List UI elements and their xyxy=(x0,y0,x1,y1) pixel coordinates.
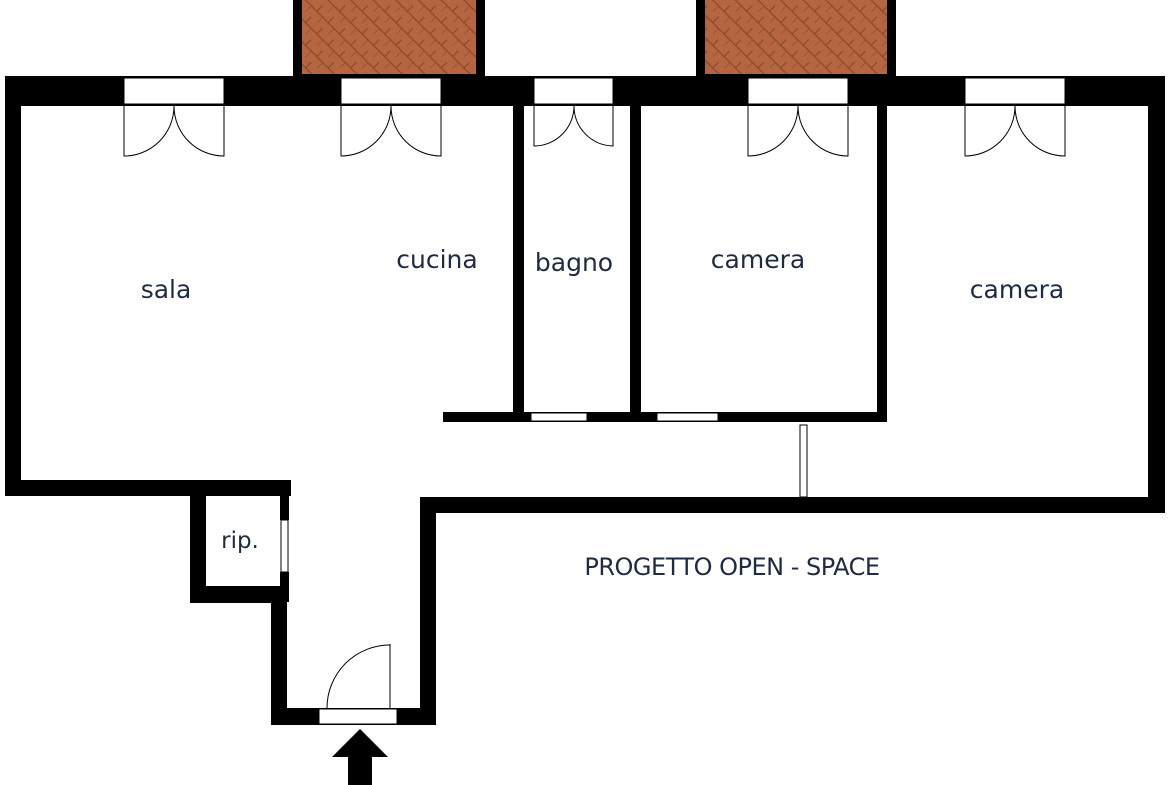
room-label-camera-1: camera xyxy=(711,245,805,274)
entrance-door xyxy=(318,644,398,725)
balcony-left xyxy=(293,0,485,78)
room-label-camera-2: camera xyxy=(970,275,1064,304)
project-title: PROGETTO OPEN - SPACE xyxy=(584,553,879,581)
room-label-cucina: cucina xyxy=(396,245,477,274)
exterior-walls xyxy=(5,76,1165,725)
balcony-right xyxy=(696,0,896,78)
entrance-arrow-icon xyxy=(332,729,388,785)
interior-walls xyxy=(443,106,887,422)
sliding-doors xyxy=(280,412,808,573)
room-label-bagno: bagno xyxy=(535,248,613,277)
window-swings xyxy=(123,105,1066,157)
room-label-sala: sala xyxy=(141,275,192,304)
room-label-ripostiglio: rip. xyxy=(221,528,259,554)
top-windows xyxy=(123,77,1066,105)
